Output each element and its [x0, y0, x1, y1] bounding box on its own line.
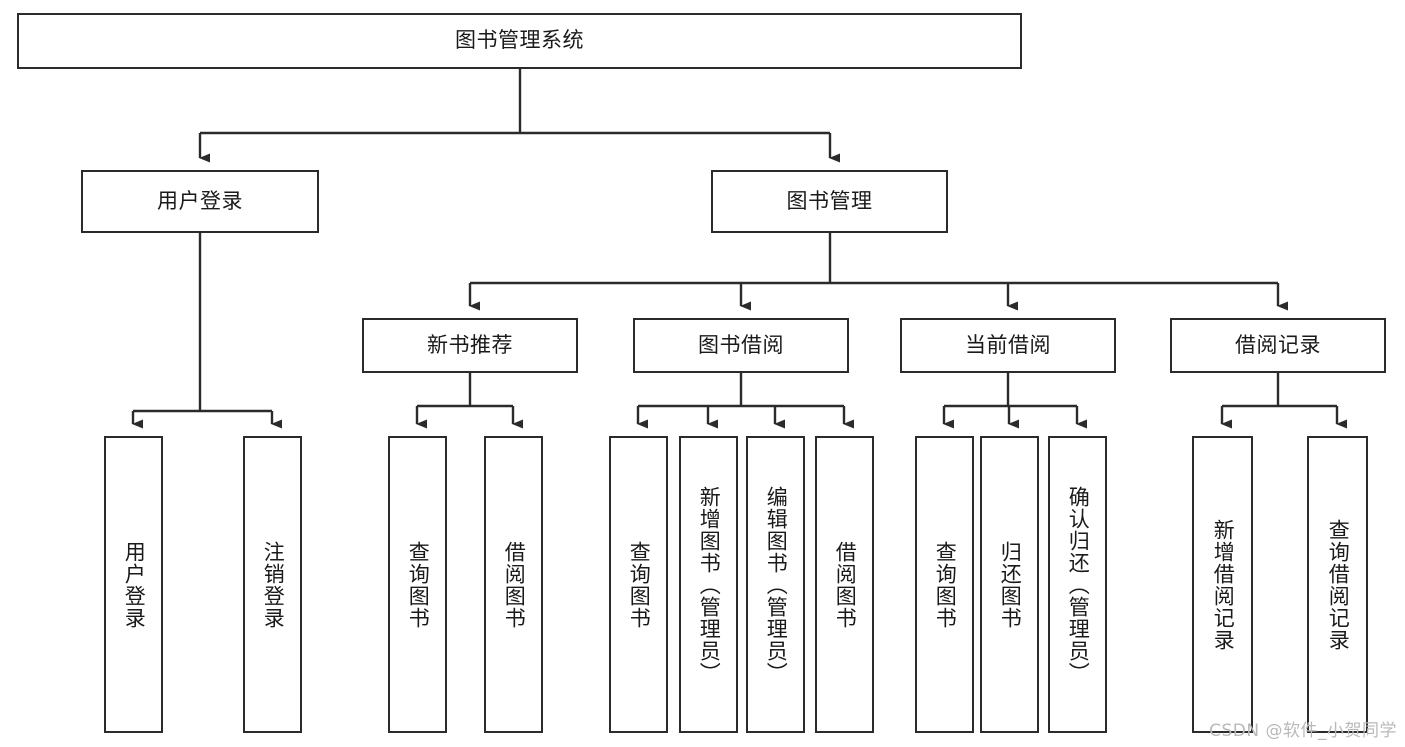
- node-label: 新增借阅记录: [1211, 518, 1236, 651]
- node-label: 借阅图书: [502, 540, 527, 629]
- node-leaf-borrow-book-recommend[interactable]: 借阅图书: [484, 436, 543, 733]
- node-label: 查询图书: [406, 540, 431, 629]
- node-label: 归还图书: [998, 540, 1023, 629]
- node-current-borrow[interactable]: 当前借阅: [900, 318, 1116, 373]
- node-leaf-add-borrow-record[interactable]: 新增借阅记录: [1192, 436, 1253, 733]
- node-leaf-user-logout[interactable]: 注销登录: [243, 436, 302, 733]
- node-user-login[interactable]: 用户登录: [81, 170, 319, 233]
- node-leaf-query-book-borrow[interactable]: 查询图书: [609, 436, 668, 733]
- node-label: 查询借阅记录: [1326, 518, 1351, 651]
- node-label: 编辑图书（管理员）: [764, 485, 789, 684]
- node-leaf-add-book[interactable]: 新增图书（管理员）: [679, 436, 738, 733]
- node-leaf-borrow-book[interactable]: 借阅图书: [815, 436, 874, 733]
- node-label: 新增图书（管理员）: [697, 485, 722, 684]
- node-label: 新书推荐: [427, 332, 513, 357]
- node-leaf-edit-book[interactable]: 编辑图书（管理员）: [746, 436, 805, 733]
- node-label: 确认归还（管理员）: [1066, 485, 1091, 684]
- node-label: 注销登录: [261, 540, 286, 629]
- node-label: 借阅记录: [1235, 332, 1321, 357]
- node-leaf-query-book-current[interactable]: 查询图书: [915, 436, 974, 733]
- node-leaf-query-borrow-record[interactable]: 查询借阅记录: [1307, 436, 1368, 733]
- node-label: 图书管理: [786, 188, 873, 213]
- node-borrow-record[interactable]: 借阅记录: [1170, 318, 1386, 373]
- node-leaf-query-book-recommend[interactable]: 查询图书: [388, 436, 447, 733]
- node-root-system[interactable]: 图书管理系统: [17, 13, 1022, 69]
- node-label: 查询图书: [933, 540, 958, 629]
- node-new-book-recommend[interactable]: 新书推荐: [362, 318, 578, 373]
- node-book-manage[interactable]: 图书管理: [711, 170, 948, 233]
- node-label: 查询图书: [627, 540, 652, 629]
- node-leaf-return-book[interactable]: 归还图书: [980, 436, 1039, 733]
- watermark-text: CSDN @软件_小贺同学: [1209, 721, 1397, 741]
- node-book-borrow[interactable]: 图书借阅: [633, 318, 849, 373]
- node-label: 用户登录: [157, 188, 243, 213]
- node-label: 用户登录: [122, 540, 147, 629]
- node-label: 当前借阅: [965, 332, 1051, 357]
- node-label: 借阅图书: [833, 540, 858, 629]
- node-label: 图书借阅: [698, 332, 784, 357]
- node-label: 图书管理系统: [455, 28, 584, 53]
- node-leaf-confirm-return[interactable]: 确认归还（管理员）: [1048, 436, 1107, 733]
- node-leaf-user-login[interactable]: 用户登录: [104, 436, 163, 733]
